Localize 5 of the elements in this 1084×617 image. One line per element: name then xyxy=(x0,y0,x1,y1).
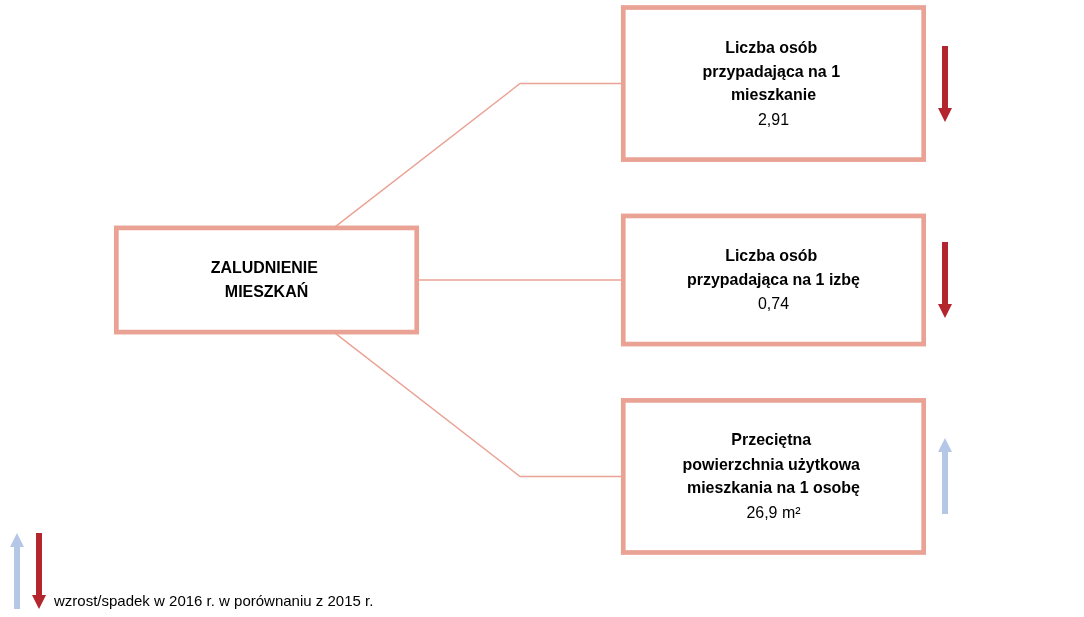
node-box: Liczba osób przypadająca na 1 izbę 0,74 xyxy=(620,213,927,347)
node-box: Liczba osób przypadająca na 1 mieszkanie 2,91 xyxy=(620,5,927,162)
node-box: ZALUDNIENIE MIESZKAŃ xyxy=(113,225,420,335)
node-box: Przeciętna powierzchnia użytkowa mieszkania na 1 osobę 26,9 m² xyxy=(620,398,927,555)
legend-text: wzrost/spadek w 2016 r. w porównaniu z 2015 r. xyxy=(54,592,374,609)
